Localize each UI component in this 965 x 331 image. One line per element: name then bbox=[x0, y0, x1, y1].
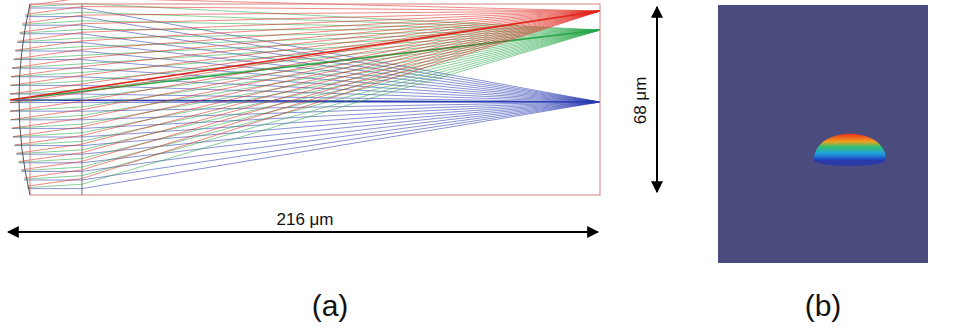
light-ray bbox=[27, 11, 600, 186]
panel-label: (a) bbox=[312, 291, 349, 321]
lens-surface bbox=[19, 4, 30, 195]
light-ray bbox=[10, 11, 600, 103]
height-dimension-arrow bbox=[656, 7, 658, 192]
panel-label: (b) bbox=[805, 291, 842, 321]
ray-bundle bbox=[10, 0, 600, 189]
light-ray bbox=[24, 102, 600, 180]
domain-outline bbox=[30, 4, 600, 195]
light-ray bbox=[21, 102, 600, 171]
light-ray bbox=[29, 0, 600, 11]
light-ray bbox=[21, 30, 600, 171]
width-dimension: 216 μm bbox=[276, 211, 333, 228]
light-ray bbox=[19, 30, 600, 162]
light-ray bbox=[10, 11, 600, 85]
light-ray bbox=[17, 30, 600, 154]
light-ray bbox=[13, 30, 600, 137]
light-ray bbox=[10, 11, 600, 111]
light-ray bbox=[24, 11, 600, 178]
height-dimension: 68 μm bbox=[633, 76, 650, 124]
light-ray bbox=[19, 102, 600, 163]
light-ray bbox=[17, 11, 600, 153]
light-ray bbox=[21, 11, 600, 170]
intensity-map-panel bbox=[718, 5, 928, 263]
lens-back-plane bbox=[82, 4, 83, 195]
light-ray bbox=[10, 11, 600, 94]
light-ray bbox=[13, 11, 600, 137]
light-ray bbox=[10, 30, 600, 111]
light-ray bbox=[11, 11, 600, 120]
chief-ray bbox=[10, 11, 600, 100]
width-dimension-arrow bbox=[8, 231, 598, 233]
light-ray bbox=[12, 30, 600, 128]
focal-spot bbox=[814, 134, 886, 160]
light-ray bbox=[15, 11, 600, 145]
light-ray bbox=[12, 11, 600, 128]
